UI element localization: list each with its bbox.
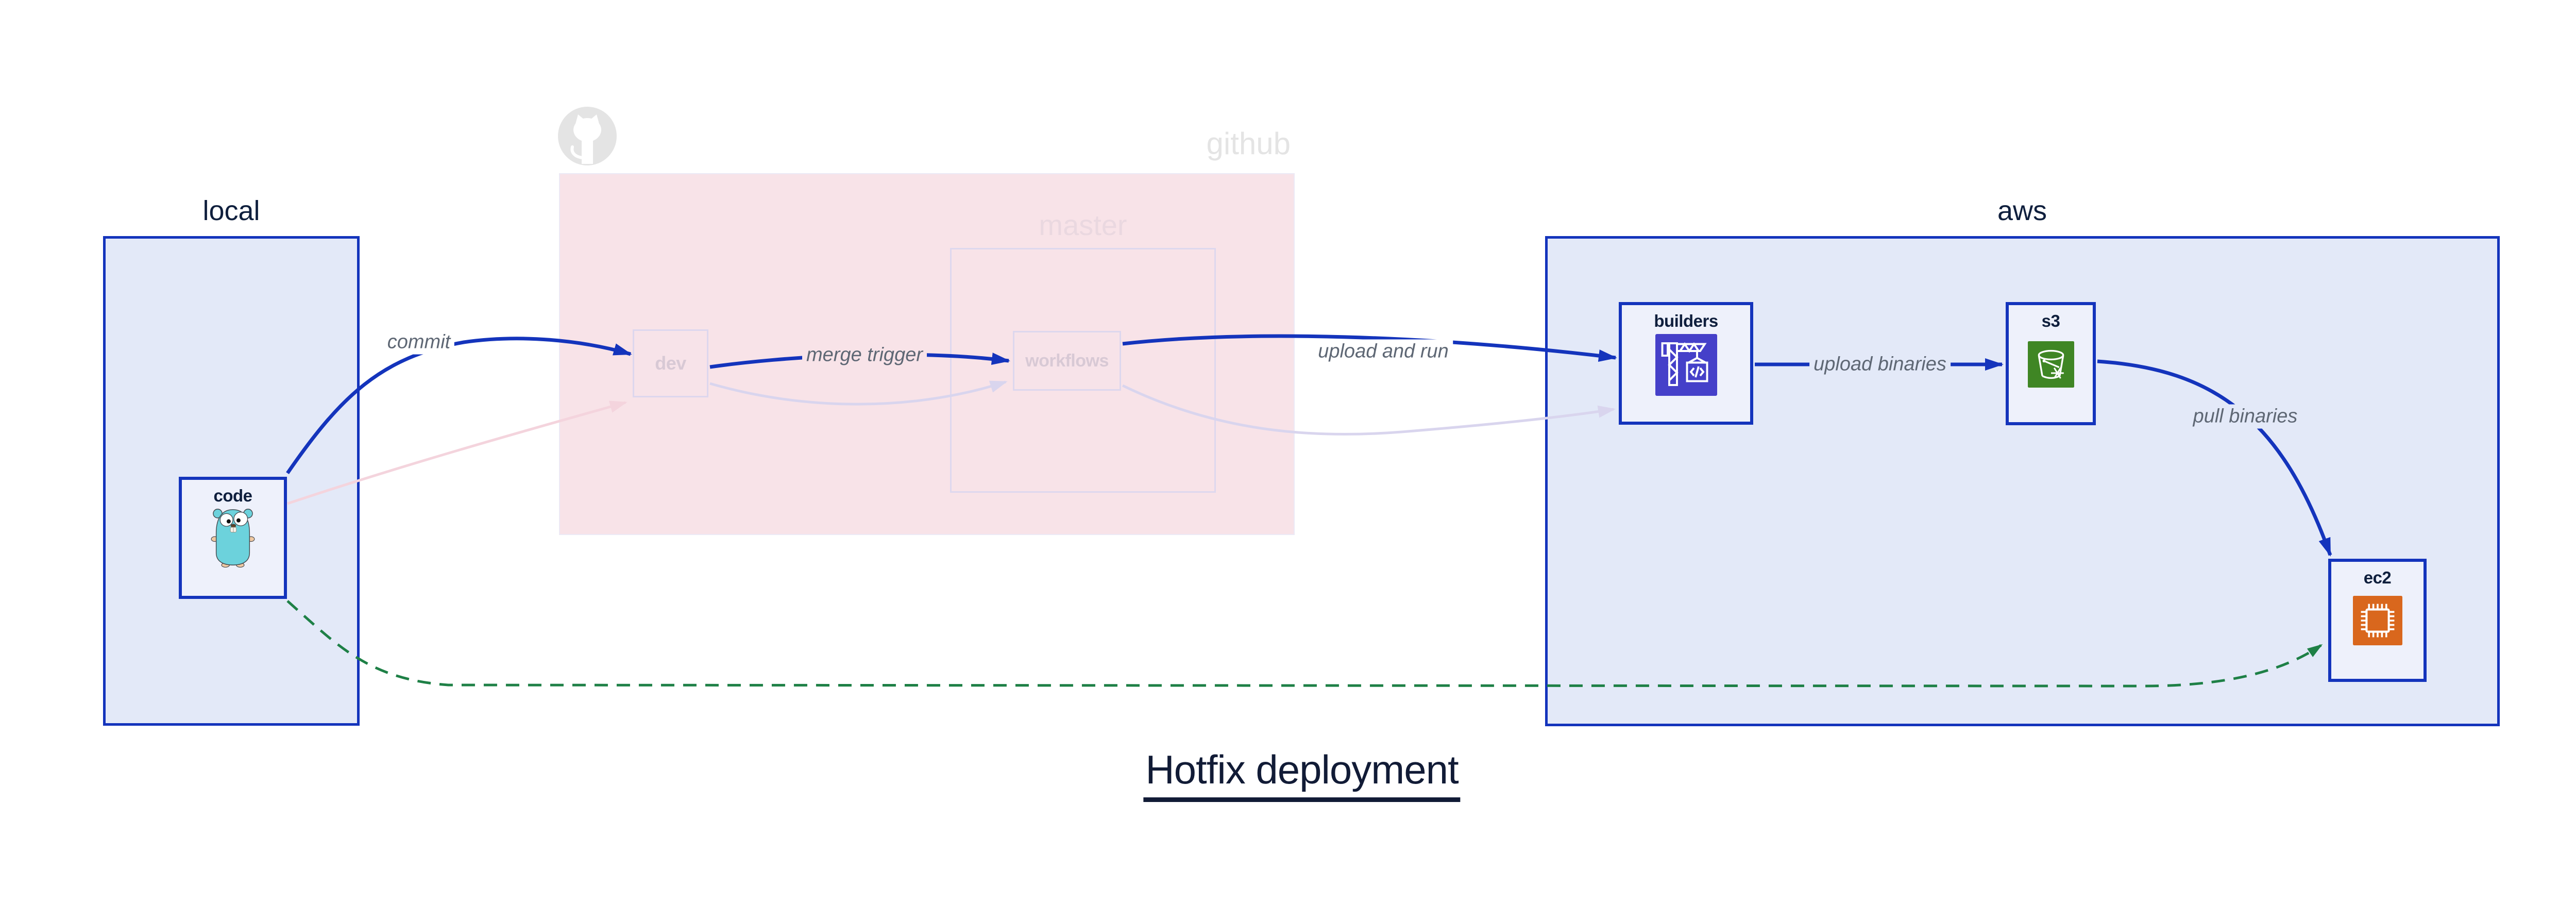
node-dev-label: dev: [655, 353, 686, 374]
group-box-master: [950, 248, 1216, 493]
node-workflows-label: workflows: [1025, 350, 1109, 371]
aws-ec2-chip-icon: [2352, 596, 2402, 645]
diagram-title: Hotfix deployment: [1143, 746, 1461, 802]
node-ec2: ec2: [2328, 559, 2427, 682]
github-octocat-icon: [558, 107, 617, 165]
edge-label-merge-trigger: merge trigger: [802, 343, 927, 368]
aws-s3-glacier-bucket-icon: [2027, 341, 2074, 388]
node-s3-label: s3: [2041, 311, 2060, 330]
group-label-master: master: [1039, 209, 1127, 241]
edge-label-pull-binaries: pull binaries: [2189, 404, 2302, 429]
aws-codebuild-crane-icon: [1655, 334, 1717, 396]
node-dev: dev: [633, 329, 708, 397]
node-builders: builders: [1619, 302, 1753, 425]
node-workflows: workflows: [1013, 331, 1121, 391]
edge-label-upload-binaries: upload binaries: [1809, 352, 1951, 377]
group-label-github: github: [1206, 126, 1291, 161]
node-code-label: code: [213, 486, 252, 505]
edge-label-commit: commit: [383, 330, 455, 355]
node-ec2-label: ec2: [2363, 568, 2392, 587]
node-code: code: [179, 477, 287, 599]
group-label-local: local: [202, 195, 260, 226]
go-gopher-icon: [211, 509, 255, 567]
edge-label-upload-and-run: upload and run: [1314, 339, 1453, 364]
node-s3: s3: [2006, 302, 2096, 425]
group-label-aws: aws: [1997, 195, 2047, 226]
node-builders-label: builders: [1654, 311, 1718, 330]
